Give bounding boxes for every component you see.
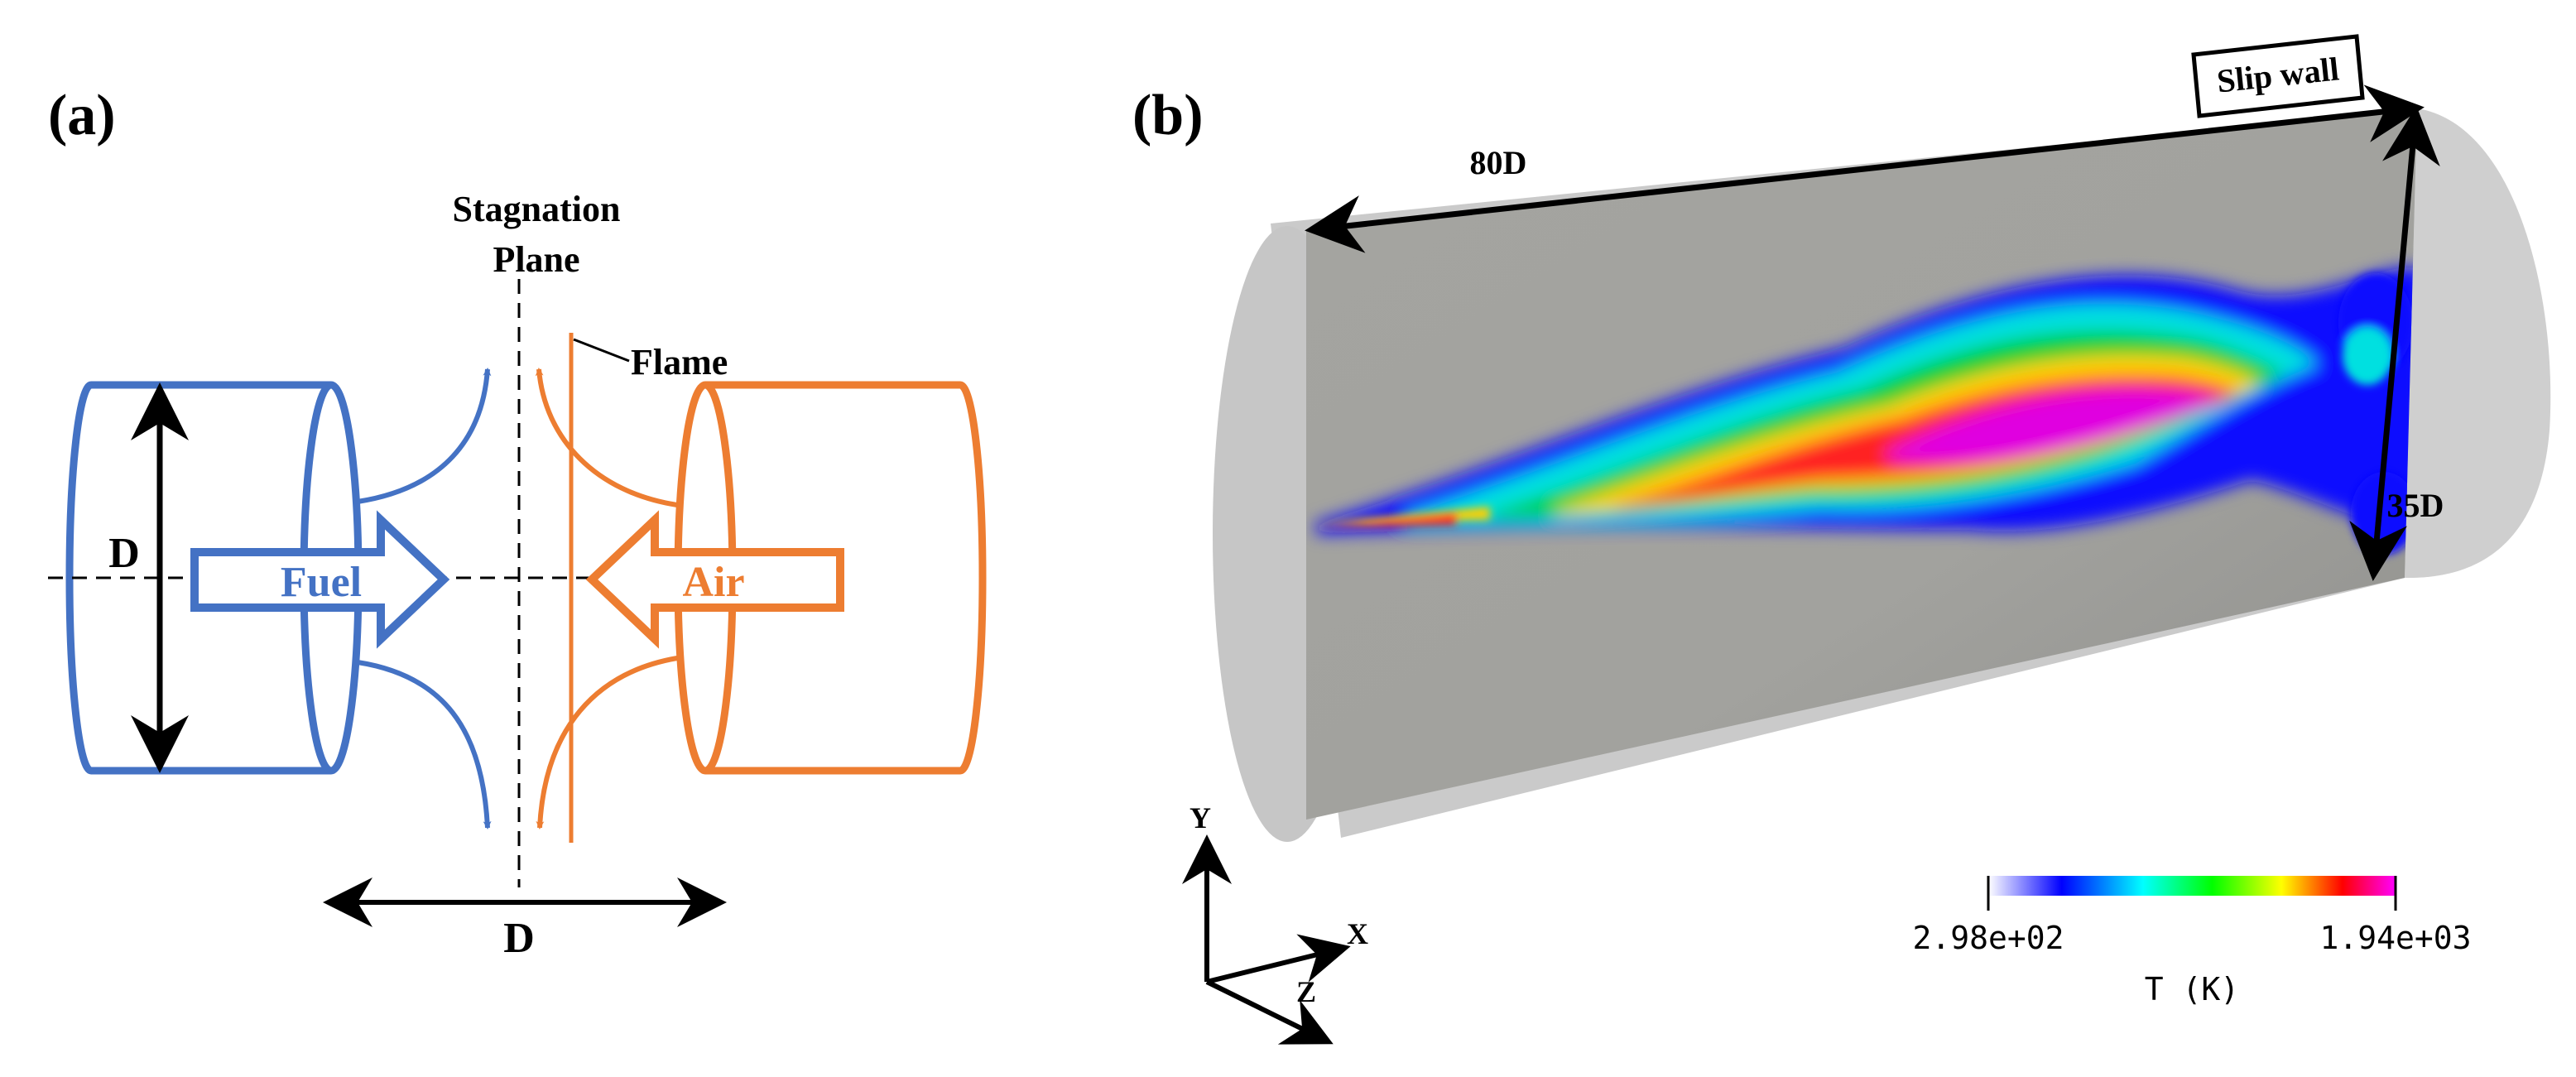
y-axis-label: Y	[1189, 801, 1211, 834]
air-label: Air	[682, 559, 744, 606]
nozzle-diameter-label: D	[108, 530, 140, 577]
panel-a: (a) D Stagnation Plane Flame Fuel Air	[48, 84, 987, 962]
fuel-deflect-down-arrow	[357, 660, 492, 829]
temperature-colorbar: 2.98e+02 1.94e+03 T (K)	[1912, 876, 2472, 1007]
stagnation-label-line1: Stagnation	[453, 189, 621, 229]
slip-wall-callout: Slip wall	[2191, 34, 2365, 118]
panel-b: (b)	[1132, 34, 2551, 1045]
stagnation-label-line2: Plane	[493, 239, 579, 280]
temperature-contour	[1316, 267, 2417, 555]
panel-a-label: (a)	[48, 84, 116, 147]
colorbar-title: T (K)	[2145, 971, 2239, 1007]
colorbar-max-label: 1.94e+03	[2319, 920, 2471, 956]
coordinate-triad: Y X Z	[1182, 801, 1368, 1045]
fuel-flow-arrow	[190, 510, 450, 649]
fuel-label: Fuel	[281, 559, 362, 606]
colorbar-gradient	[1988, 876, 2396, 896]
length-arrow	[1305, 84, 2425, 253]
air-flow-arrow	[585, 510, 844, 649]
x-axis	[1206, 934, 1351, 984]
length-label: 80D	[1470, 144, 1527, 181]
diameter-arrow	[2349, 106, 2440, 581]
air-deflect-down-arrow	[536, 656, 678, 829]
fuel-deflect-up-arrow	[357, 368, 492, 504]
flame-label: Flame	[631, 342, 728, 382]
separation-label: D	[503, 915, 535, 962]
x-axis-label: X	[1347, 917, 1368, 950]
z-axis	[1205, 979, 1334, 1045]
colorbar-min-label: 2.98e+02	[1912, 920, 2064, 956]
diameter-label: 35D	[2387, 487, 2444, 524]
panel-b-label: (b)	[1132, 84, 1204, 147]
air-deflect-up-arrow	[535, 368, 678, 507]
flame-leader	[573, 338, 630, 363]
z-axis-label: Z	[1296, 975, 1316, 1008]
